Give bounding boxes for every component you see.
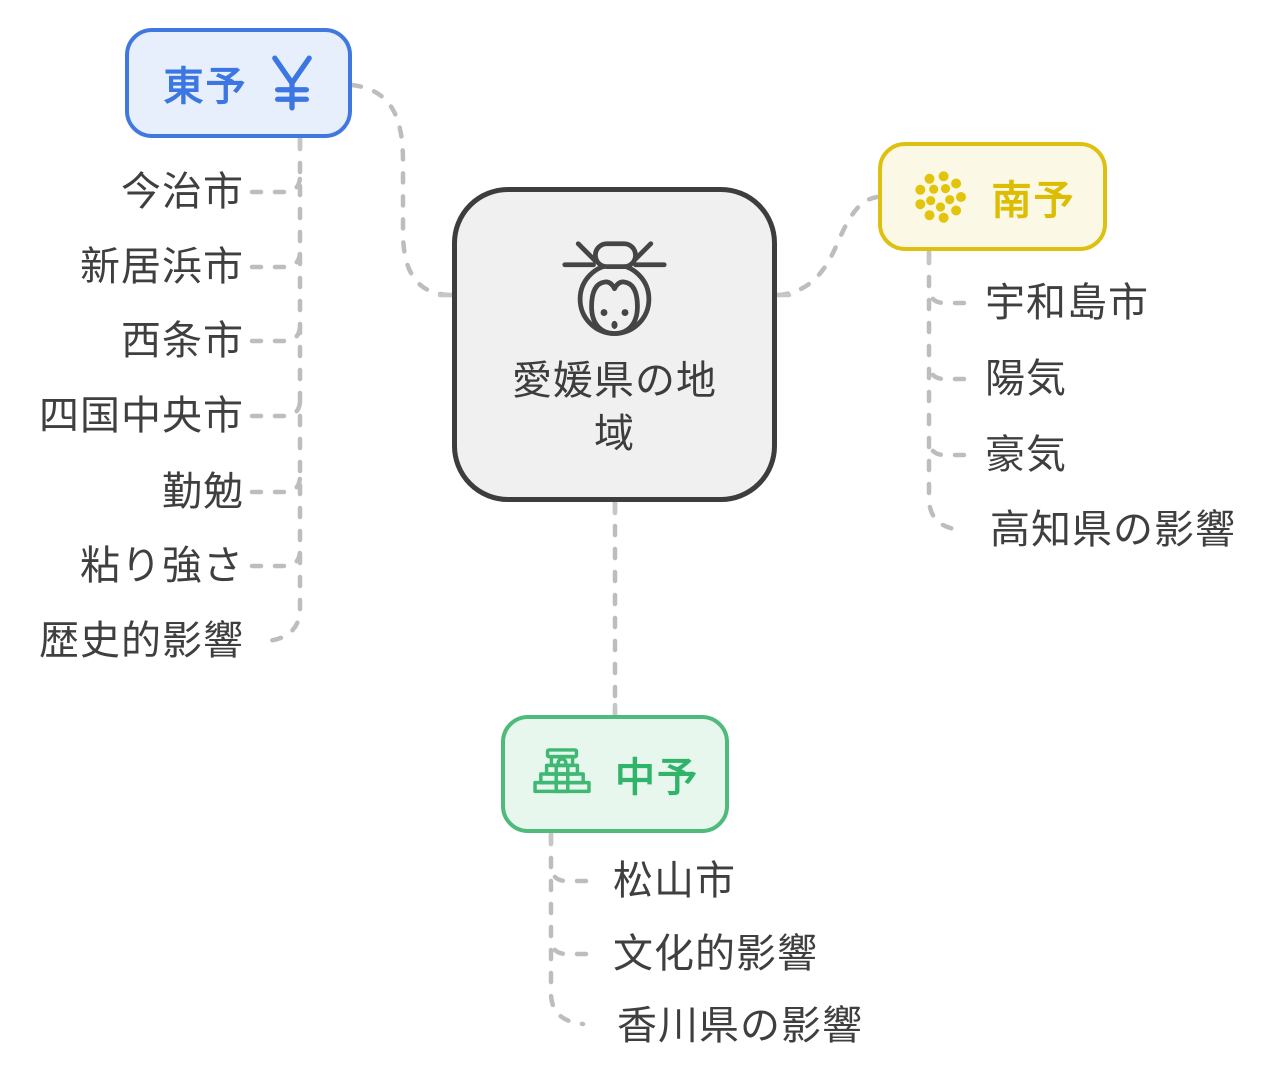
branch-toyo-1 — [249, 248, 303, 270]
leaf-kochiken-eikyo: 高知県の影響 — [990, 508, 1236, 552]
nanyo-label: 南予 — [991, 178, 1076, 223]
leaf-niihama: 新居浜市 — [80, 245, 244, 289]
leaf-bunkateki-eikyo: 文化的影響 — [613, 932, 818, 976]
toyo-label: 東予 — [163, 65, 248, 109]
leaf-nebarizuyosa: 粘り強さ — [80, 544, 244, 588]
branch-toyo-0 — [249, 173, 303, 195]
branch-nanyo-1 — [926, 360, 967, 382]
leaf-uwajima: 宇和島市 — [985, 281, 1149, 325]
trunk-toyo — [265, 137, 303, 644]
chuyo-label: 中予 — [615, 756, 699, 800]
branch-toyo-4 — [249, 473, 303, 495]
leaf-matsuyama: 松山市 — [613, 859, 736, 903]
branch-node-chuyo[interactable]: 中予 — [501, 715, 729, 833]
branch-nanyo-0 — [926, 284, 967, 306]
leaf-imabari: 今治市 — [121, 170, 244, 214]
trunk-chuyo — [548, 832, 586, 1027]
branch-nanyo-2 — [926, 436, 967, 458]
yen-icon — [271, 55, 312, 111]
root-label: 愛媛県の地域 — [512, 359, 717, 457]
connector-root-nanyo — [776, 194, 880, 298]
branch-chuyo-1 — [548, 935, 589, 957]
branch-toyo-3 — [249, 397, 303, 419]
japanese-woman-face-icon — [562, 241, 667, 336]
branch-chuyo-0 — [548, 862, 589, 884]
branch-node-toyo[interactable]: 東予 — [125, 28, 352, 138]
stepped-pyramid-icon — [533, 748, 591, 794]
leaf-goki: 豪気 — [985, 433, 1067, 477]
branch-node-nanyo[interactable]: 南予 — [878, 142, 1107, 251]
connector-toyo-root — [349, 82, 453, 298]
leaf-yoki: 陽気 — [985, 357, 1067, 401]
leaf-saijo: 西条市 — [121, 319, 244, 363]
dotted-sun-icon — [914, 170, 966, 223]
trunk-nanyo — [926, 251, 964, 533]
leaf-rekishiteki-eikyo: 歴史的影響 — [39, 619, 244, 663]
root-node[interactable]: 愛媛県の地域 — [452, 187, 777, 502]
leaf-kinben: 勤勉 — [162, 470, 244, 514]
branch-toyo-5 — [249, 547, 303, 569]
leaf-shikokuchuo: 四国中央市 — [39, 394, 244, 438]
leaf-kagawaken-eikyo: 香川県の影響 — [617, 1004, 863, 1048]
branch-toyo-2 — [249, 322, 303, 344]
